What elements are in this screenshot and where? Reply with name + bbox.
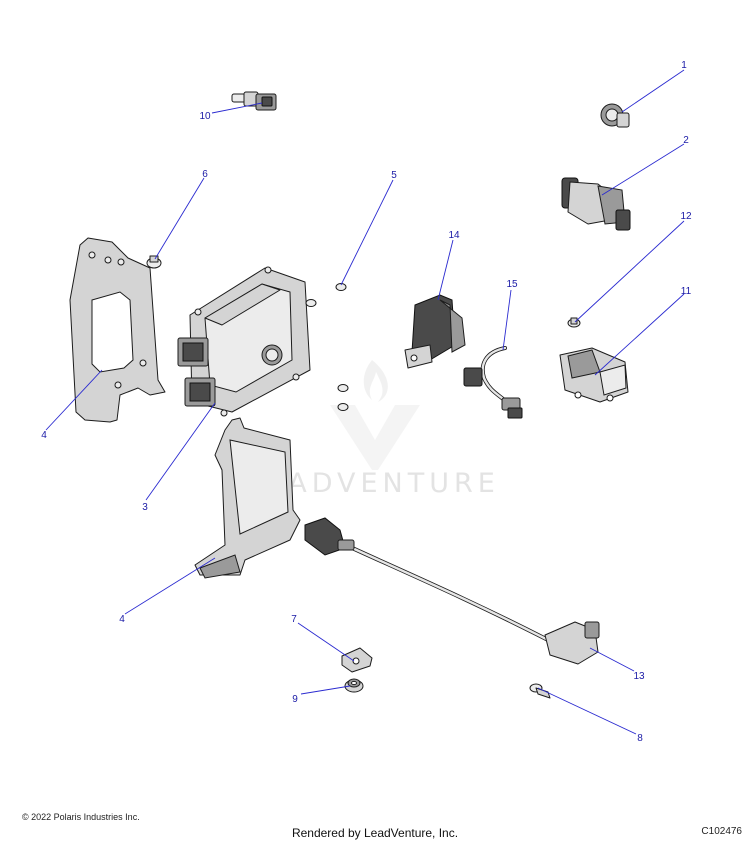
leader-lines xyxy=(45,69,685,735)
callout-12: 12 xyxy=(680,211,692,222)
callout-9: 9 xyxy=(292,694,298,705)
callout-11: 11 xyxy=(681,286,692,297)
part-4-cover-bracket xyxy=(194,417,301,579)
callout-4-cover: 4 xyxy=(119,614,125,625)
callout-2: 2 xyxy=(683,135,689,146)
callout-6: 6 xyxy=(202,169,208,180)
part-7-clip-nut xyxy=(341,647,373,673)
diagram-code: C102476 xyxy=(701,826,742,837)
callout-3: 3 xyxy=(142,502,148,513)
callout-5: 5 xyxy=(391,170,397,181)
part-13-crank-sensor xyxy=(304,517,600,665)
callout-13: 13 xyxy=(633,671,645,682)
callout-4-plate: 4 xyxy=(41,430,47,441)
part-2-speed-sensor xyxy=(561,177,631,231)
callout-15: 15 xyxy=(506,279,518,290)
part-10-temperature-sensor xyxy=(231,91,277,111)
part-8-bolt xyxy=(529,683,551,699)
callout-7: 7 xyxy=(291,614,297,625)
part-12-screw xyxy=(567,317,581,328)
part-15-oxygen-sensor xyxy=(463,346,523,419)
part-11-map-sensor xyxy=(559,347,629,403)
part-14-relay xyxy=(404,294,466,369)
part-1-pressure-sensor xyxy=(600,103,630,128)
part-3-ecm xyxy=(177,266,311,417)
callout-14: 14 xyxy=(448,230,460,241)
callout-10: 10 xyxy=(199,111,211,122)
rendered-by-text: Rendered by LeadVenture, Inc. xyxy=(291,826,459,840)
part-4-plate-bracket xyxy=(69,237,166,423)
watermark-flame-icon xyxy=(330,360,420,470)
part-6-push-rivet xyxy=(146,255,162,269)
callouts: 1 2 3 4 4 5 6 7 8 9 10 11 12 13 14 15 xyxy=(41,60,692,744)
part-5-screws xyxy=(305,283,349,411)
copyright-text: © 2022 Polaris Industries Inc. xyxy=(22,812,140,822)
callout-1: 1 xyxy=(681,60,687,71)
callout-8: 8 xyxy=(637,733,643,744)
part-9-flange-nut xyxy=(344,678,364,693)
